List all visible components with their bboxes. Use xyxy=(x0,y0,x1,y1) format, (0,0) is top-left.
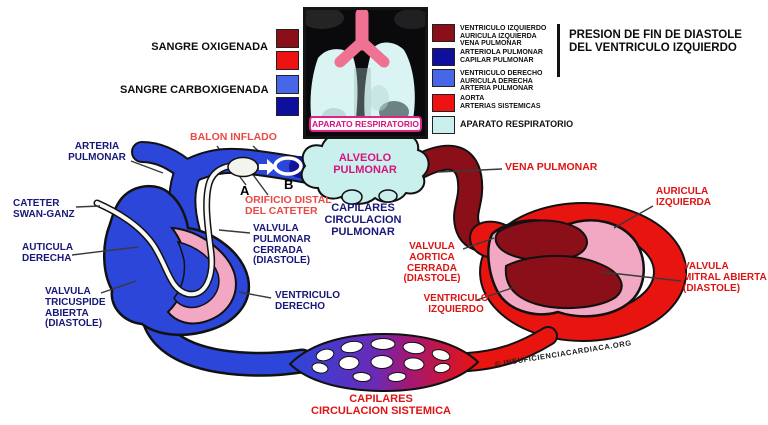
legend-swatch-cyan xyxy=(432,116,455,134)
flow-arrow-icon xyxy=(259,159,276,175)
legend-item-respiratory: APARATO RESPIRATORIO xyxy=(432,116,573,134)
inflated-balloon xyxy=(227,156,259,178)
legend-swatch-dark-red xyxy=(432,24,455,42)
marker-a: A xyxy=(240,183,250,198)
left-heart xyxy=(468,219,645,318)
swatch-red xyxy=(276,51,299,70)
label-balon-inflado: BALON INFLADO xyxy=(190,131,277,143)
chest-xray-panel: APARATO RESPIRATORIO xyxy=(303,7,428,139)
legend-oxygenated-label: SANGRE OXIGENADA xyxy=(151,41,268,53)
xray-caption: APARATO RESPIRATORIO xyxy=(309,116,422,132)
left-ventricle xyxy=(504,255,623,310)
swatch-dark-red xyxy=(276,29,299,48)
legend-divider xyxy=(557,24,560,77)
swatch-navy xyxy=(276,97,299,116)
legend-swatch-royal-blue xyxy=(432,69,455,87)
label-vena-pulmonar: VENA PULMONAR xyxy=(505,161,598,173)
left-atrium xyxy=(494,219,588,262)
legend-carboxygenated-label: SANGRE CARBOXIGENADA xyxy=(120,84,269,96)
systemic-capillary-mesh xyxy=(288,332,480,393)
marker-b: B xyxy=(284,177,294,192)
trachea-bronchi xyxy=(334,10,390,68)
deflated-balloon-outline xyxy=(273,156,303,176)
alveolus-cloud xyxy=(300,127,430,205)
left-lung xyxy=(310,49,358,132)
swan-ganz-catheter xyxy=(93,156,303,298)
right-heart xyxy=(102,185,251,336)
swatch-royal-blue xyxy=(276,75,299,94)
leader-lines xyxy=(71,160,682,301)
legend-swatch-red xyxy=(432,94,455,112)
legend-item-label: APARATO RESPIRATORIO xyxy=(460,119,574,129)
legend-swatch-navy xyxy=(432,48,455,66)
vena-cava-vessel xyxy=(139,299,315,377)
